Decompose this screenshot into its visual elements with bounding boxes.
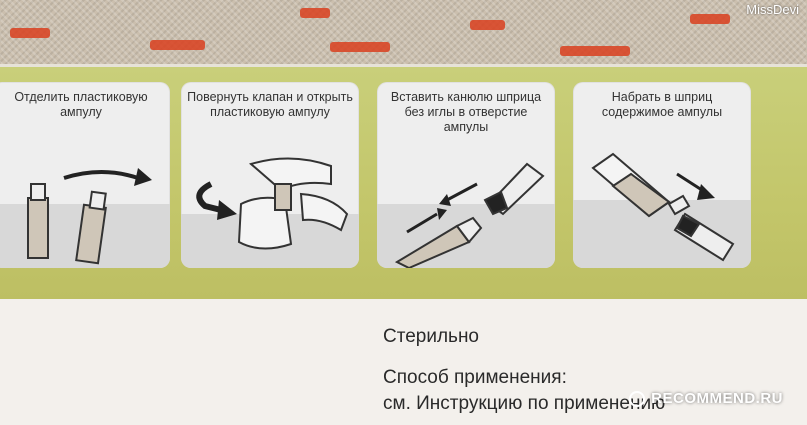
insert-syringe-illustration (377, 144, 555, 268)
method-title: Способ применения: (383, 367, 567, 388)
watermark-bottom: RECOMMEND.RU (629, 390, 783, 407)
watermark-text: RECOMMEND.RU (651, 390, 783, 407)
instruction-band: Отделить пластиковую ампулу Повернуть к (0, 64, 807, 299)
twist-valve-illustration (181, 144, 359, 268)
fabric-pattern (470, 20, 505, 30)
separate-ampoule-illustration (0, 144, 170, 268)
watermark-top: MissDevi (746, 2, 799, 17)
fabric-pattern (10, 28, 50, 38)
sterile-label: Стерильно (383, 326, 480, 347)
step-panel-2: Повернуть клапан и открыть пластиковую а… (181, 82, 359, 268)
method-text: см. Инструкцию по применению (383, 393, 666, 414)
package-box: Отделить пластиковую ампулу Повернуть к (0, 64, 807, 425)
fabric-pattern (150, 40, 205, 50)
draw-contents-illustration (573, 144, 751, 268)
step-panel-1: Отделить пластиковую ампулу (0, 82, 170, 268)
step-caption: Набрать в шприц содержимое ампулы (601, 90, 723, 119)
step-panel-4: Набрать в шприц содержимое ампулы (573, 82, 751, 268)
fabric-pattern (560, 46, 630, 56)
step-caption: Вставить канюлю шприца без иглы в отверс… (390, 90, 542, 134)
step-caption: Повернуть клапан и открыть пластиковую а… (187, 90, 353, 119)
fabric-pattern (300, 8, 330, 18)
fabric-pattern (330, 42, 390, 52)
watermark-logo-icon (629, 390, 646, 407)
step-caption: Отделить пластиковую ампулу (14, 90, 148, 119)
fabric-background: MissDevi (0, 0, 807, 70)
step-panel-3: Вставить канюлю шприца без иглы в отверс… (377, 82, 555, 268)
fabric-pattern (690, 14, 730, 24)
